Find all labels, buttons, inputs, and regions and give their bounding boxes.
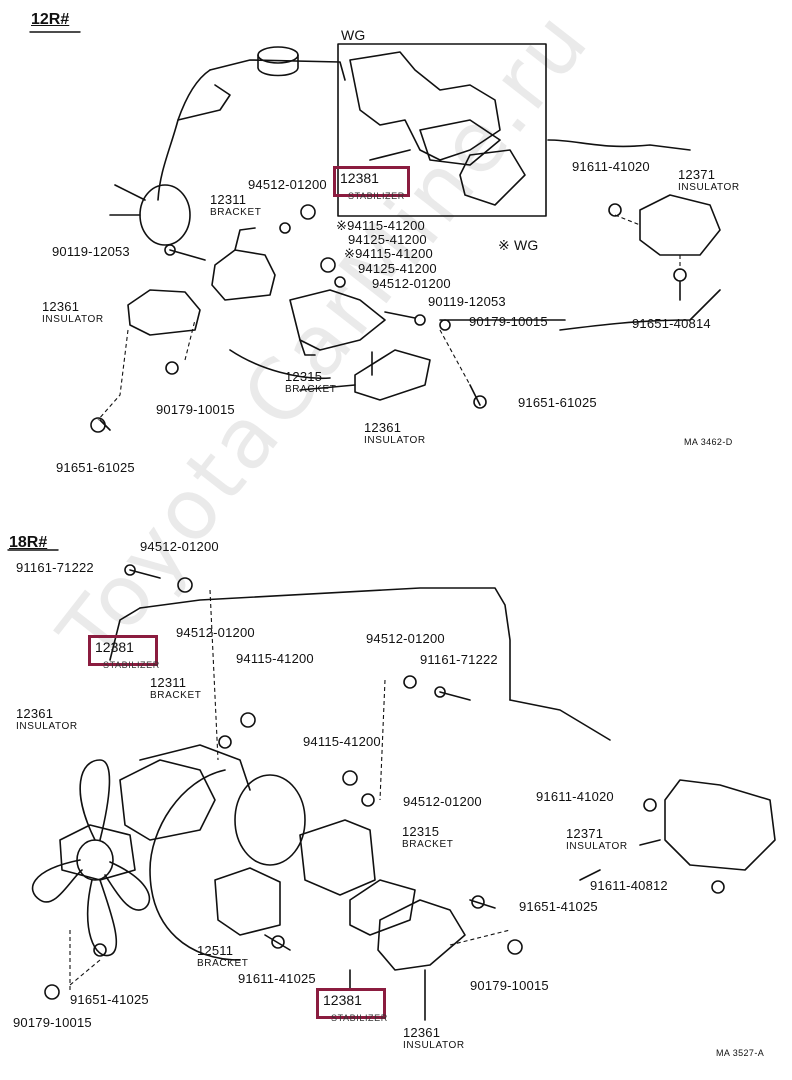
part-label: 94512-01200 bbox=[140, 539, 219, 554]
part-label: 91651-61025 bbox=[56, 460, 135, 475]
part-label: 91161-71222 bbox=[420, 652, 498, 667]
stabilizer-highlight-top: 12381 STABILIZER bbox=[333, 166, 410, 201]
part-label: 90119-12053 bbox=[52, 244, 130, 259]
stabilizer-part-number: 12381 bbox=[340, 170, 379, 186]
stabilizer-part-name: STABILIZER bbox=[331, 1013, 388, 1023]
part-label: 94125-41200 bbox=[358, 261, 437, 276]
part-label: 91611-41020 bbox=[572, 159, 650, 174]
section-title-18r: 18R# bbox=[9, 534, 48, 551]
part-label: 91611-40812 bbox=[590, 878, 668, 893]
stabilizer-highlight-bottom-left: 12381 STABILIZER bbox=[88, 635, 159, 670]
part-label: 94512-01200 bbox=[248, 177, 327, 192]
part-label: 94512-01200 bbox=[366, 631, 445, 646]
wg-box-label: WG bbox=[341, 27, 366, 43]
stabilizer-highlight-bottom-center: 12381 STABILIZER bbox=[316, 988, 387, 1023]
part-label: ※94115-41200 bbox=[344, 246, 433, 261]
part-label: 91651-61025 bbox=[518, 395, 597, 410]
part-label: 90179-10015 bbox=[13, 1015, 92, 1030]
stabilizer-part-name: STABILIZER bbox=[348, 191, 405, 201]
figure-code-top: MA 3462-D bbox=[684, 437, 733, 447]
section-title-12r: 12R# bbox=[31, 11, 70, 28]
part-label: 91651-40814 bbox=[632, 316, 711, 331]
part-label: 94512-01200 bbox=[372, 276, 451, 291]
part-label: 90179-10015 bbox=[156, 402, 235, 417]
part-label: ※94115-41200 bbox=[336, 218, 425, 233]
part-label: 90179-10015 bbox=[469, 314, 548, 329]
wg-note-label: ※ WG bbox=[498, 237, 539, 253]
part-label: 90119-12053 bbox=[428, 294, 506, 309]
stabilizer-part-name: STABILIZER bbox=[103, 660, 160, 670]
part-label: 94115-41200 bbox=[303, 734, 381, 749]
figure-code-bottom: MA 3527-A bbox=[716, 1048, 765, 1058]
part-label: 91611-41020 bbox=[536, 789, 614, 804]
part-label: 90179-10015 bbox=[470, 978, 549, 993]
part-label: 94512-01200 bbox=[403, 794, 482, 809]
part-label: 91651-41025 bbox=[70, 992, 149, 1007]
part-label: 91161-71222 bbox=[16, 560, 94, 575]
part-label: 91611-41025 bbox=[238, 971, 316, 986]
stabilizer-part-number: 12381 bbox=[95, 639, 134, 655]
part-label: 94125-41200 bbox=[348, 232, 427, 247]
part-label: 94115-41200 bbox=[236, 651, 314, 666]
part-label: 94512-01200 bbox=[176, 625, 255, 640]
stabilizer-part-number: 12381 bbox=[323, 992, 362, 1008]
part-label: 91651-41025 bbox=[519, 899, 598, 914]
